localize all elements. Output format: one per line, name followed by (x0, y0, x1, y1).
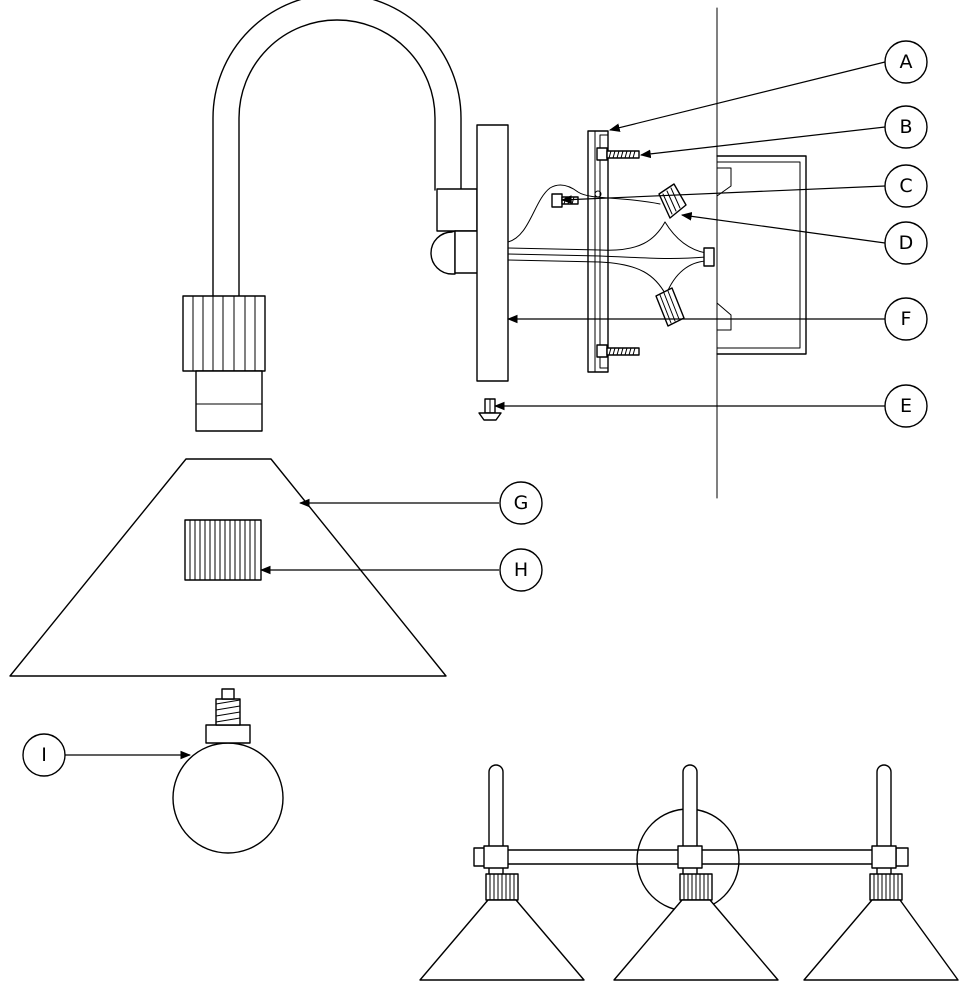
callout-i-label: I (41, 744, 47, 766)
callout-g-label: G (514, 492, 529, 514)
wire-nut-lower (655, 287, 685, 327)
callout-e: E (884, 384, 928, 428)
wire-nut-upper (658, 183, 687, 219)
mounting-screw-bottom (596, 344, 640, 358)
fixture-arm-center (613, 764, 779, 981)
callout-i: I (22, 733, 66, 777)
fixture-arm-right (803, 764, 959, 981)
box-wire-connector (703, 247, 715, 267)
junction-box (716, 155, 807, 355)
callout-f: F (884, 297, 928, 341)
callout-h-label: H (514, 559, 528, 581)
fixture-arm-left (419, 764, 585, 981)
callout-f-label: F (901, 308, 912, 330)
callout-a-label: A (900, 51, 913, 73)
assembled-fixture-view (419, 764, 959, 981)
mounting-strap (587, 130, 609, 373)
callout-h: H (499, 548, 543, 592)
light-bulb (172, 688, 284, 854)
callout-g: G (499, 481, 543, 525)
callout-a: A (884, 40, 928, 84)
gooseneck-arm (212, 0, 462, 299)
shade-threaded-ring (184, 519, 262, 581)
callout-b: B (884, 105, 928, 149)
callout-e-label: E (900, 395, 912, 417)
callout-b-label: B (899, 116, 912, 138)
callout-c: C (884, 164, 928, 208)
callout-d: D (884, 221, 928, 265)
arm-elbow-joint (430, 188, 480, 275)
callout-d-label: D (899, 232, 914, 254)
backplate (476, 124, 509, 382)
arm-socket-knurl (182, 295, 266, 432)
mounting-screw-top (596, 147, 640, 161)
leader-lines (65, 61, 886, 760)
callout-c-label: C (899, 175, 912, 197)
set-screw (478, 398, 502, 421)
